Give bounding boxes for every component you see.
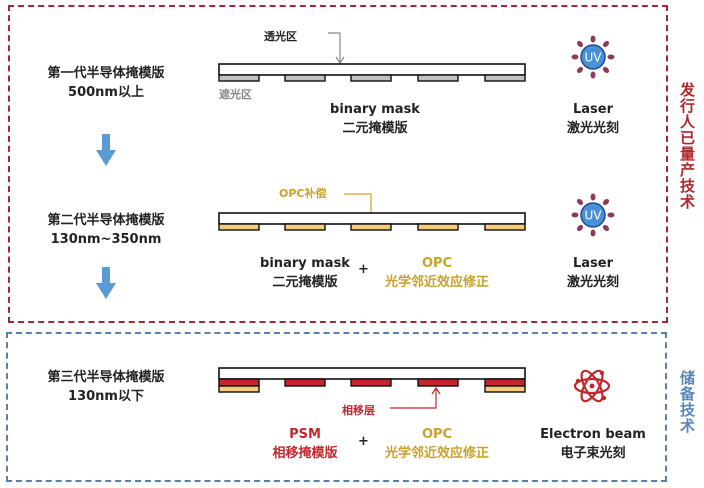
gen2-source-en: Laser <box>572 256 614 271</box>
chrome-blocks <box>218 74 526 82</box>
gen1-title-block: 第一代半导体掩模版 500nm以上 <box>16 64 196 102</box>
opc-blocks <box>218 223 526 231</box>
gen3-node: 130nm以下 <box>68 389 144 404</box>
gen3-mask-name-cn: 相移掩模版 <box>272 446 338 461</box>
phase-shift-pointer <box>390 388 437 409</box>
quartz-substrate <box>218 63 526 76</box>
gen1-title: 第一代半导体掩模版 <box>47 66 165 81</box>
gen2-title-block: 第二代半导体掩模版 130nm~350nm <box>16 211 196 249</box>
gen2-opc-caption: OPC 光学邻近效应修正 <box>372 254 502 292</box>
gen1-source-en: Laser <box>572 102 614 117</box>
reserve-technology-panel <box>6 332 667 482</box>
gen2-opc-mask-diagram <box>218 193 526 231</box>
electron-atom-icon <box>573 369 611 403</box>
gen3-title-block: 第三代半导体掩模版 130nm以下 <box>16 368 196 406</box>
opc-compensation-label: OPC补偿 <box>279 187 327 200</box>
gen3-opc-caption: OPC 光学邻近效应修正 <box>372 425 502 463</box>
gen2-mask-name-en: binary mask <box>260 256 350 271</box>
transparent-zone-label: 透光区 <box>264 30 297 43</box>
gen1-binary-mask-diagram <box>218 32 526 82</box>
gen2-source-cn: 激光光刻 <box>566 275 619 290</box>
gen2-source-label: Laser 激光光刻 <box>538 254 648 292</box>
gen2-opc-en: OPC <box>421 256 453 271</box>
gen3-opc-cn: 光学邻近效应修正 <box>384 446 489 461</box>
gen3-psm-mask-diagram <box>218 367 526 409</box>
gen3-plus: + <box>358 434 369 449</box>
gen3-source-label: Electron beam 电子束光刻 <box>527 425 659 463</box>
phase-shift-blocks <box>218 378 526 393</box>
reserve-technology-label: 储备技术 <box>678 370 696 434</box>
gen2-title: 第二代半导体掩模版 <box>47 213 165 228</box>
opaque-zone-label: 遮光区 <box>219 88 252 101</box>
uv-laser-icon: UV <box>571 193 615 237</box>
down-arrow-icon <box>96 134 116 166</box>
gen2-node: 130nm~350nm <box>50 232 162 247</box>
gen2-mask-name-cn: 二元掩模版 <box>272 275 338 290</box>
uv-text: UV <box>585 209 603 223</box>
transparent-zone-pointer <box>328 32 341 63</box>
gen1-mask-caption: binary mask 二元掩模版 <box>315 100 435 138</box>
mass-production-panel <box>8 5 668 323</box>
uv-laser-icon: UV <box>571 35 615 79</box>
gen3-mask-caption: PSM 相移掩模版 <box>255 425 355 463</box>
gen1-mask-name-cn: 二元掩模版 <box>342 121 408 136</box>
gen3-source-en: Electron beam <box>540 427 646 442</box>
gen2-plus: + <box>358 262 369 277</box>
mass-production-label: 发行人已量产技术 <box>678 82 696 210</box>
gen1-mask-name-en: binary mask <box>330 102 420 117</box>
phase-shift-layer-label: 相移层 <box>342 404 375 417</box>
gen3-opc-en: OPC <box>421 427 453 442</box>
gen3-mask-name-en: PSM <box>289 427 321 442</box>
uv-text: UV <box>585 51 603 65</box>
gen3-title: 第三代半导体掩模版 <box>47 370 165 385</box>
opc-pointer <box>344 193 372 220</box>
gen1-source-cn: 激光光刻 <box>566 121 619 136</box>
gen3-source-cn: 电子束光刻 <box>560 446 626 461</box>
gen2-opc-cn: 光学邻近效应修正 <box>384 275 489 290</box>
down-arrow-icon <box>96 267 116 299</box>
gen1-source-label: Laser 激光光刻 <box>538 100 648 138</box>
gen1-node: 500nm以上 <box>68 85 144 100</box>
gen2-mask-caption: binary mask 二元掩模版 <box>255 254 355 292</box>
